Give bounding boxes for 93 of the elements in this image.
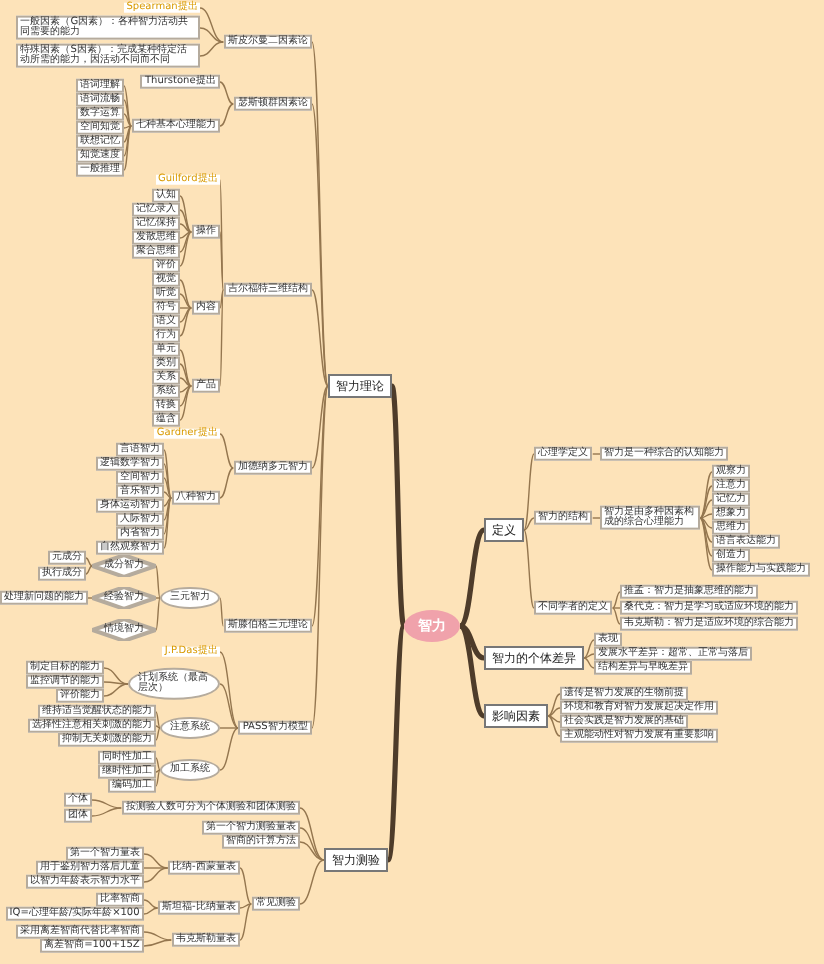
- connector-line: [583, 639, 595, 659]
- connector-line: [103, 667, 129, 685]
- connector-line: [155, 597, 161, 631]
- connector-line: [219, 231, 224, 291]
- connector-line: [389, 385, 407, 627]
- connector-line: [103, 683, 129, 697]
- connector-line: [85, 565, 93, 575]
- connector-line: [583, 657, 595, 669]
- connector-line: [219, 467, 234, 499]
- connector-line: [123, 125, 132, 143]
- connector-line: [459, 623, 485, 661]
- connector-line: [179, 231, 192, 267]
- connector-line: [612, 591, 621, 609]
- connector-line: [179, 377, 192, 387]
- connector-line: [523, 529, 535, 609]
- connector-line: [385, 625, 407, 861]
- connector-line: [592, 453, 601, 455]
- connector-line: [179, 349, 192, 387]
- connector-line: [523, 517, 535, 531]
- connector-line: [699, 471, 713, 519]
- connector-line: [85, 557, 93, 567]
- connector-line: [311, 385, 329, 729]
- connector-line: [523, 453, 535, 531]
- connector-line: [458, 527, 486, 629]
- connector-line: [91, 807, 122, 817]
- connector-line: [219, 727, 239, 771]
- connector-line: [199, 7, 224, 43]
- connector-line: [699, 485, 713, 519]
- connector-line: [699, 517, 713, 543]
- connector-line: [143, 853, 169, 869]
- connector-line: [179, 195, 192, 233]
- connector-line: [239, 903, 252, 941]
- connector-line: [219, 289, 224, 387]
- connector-line: [179, 307, 192, 309]
- connector-line: [299, 841, 325, 861]
- connector-line: [143, 867, 169, 869]
- connector-line: [219, 433, 234, 469]
- connector-line: [143, 907, 159, 915]
- connector-line: [91, 799, 122, 809]
- connector-line: [179, 279, 192, 309]
- connector-line: [699, 513, 713, 519]
- connector-line: [612, 607, 621, 609]
- connector-line: [592, 517, 601, 519]
- connector-line: [143, 867, 169, 883]
- connector-line: [311, 385, 329, 627]
- connector-line: [179, 385, 192, 407]
- connector-line: [123, 113, 132, 127]
- connector-line: [163, 449, 172, 499]
- connector-line: [219, 727, 239, 729]
- connector-line: [311, 385, 329, 469]
- connector-line: [179, 223, 192, 233]
- connector-line: [311, 103, 329, 387]
- connector-line: [311, 289, 329, 387]
- connector-line: [299, 807, 325, 861]
- connector-line: [219, 651, 239, 729]
- connector-line: [699, 517, 713, 571]
- connector-line: [143, 939, 172, 947]
- connector-line: [219, 289, 224, 309]
- connector-line: [143, 931, 172, 941]
- connector-line: [179, 209, 192, 233]
- connector-line: [123, 125, 132, 171]
- connector-line: [179, 363, 192, 387]
- connector-line: [219, 81, 234, 105]
- connector-line: [547, 693, 561, 717]
- connector-line: [219, 683, 239, 729]
- connector-line: [612, 607, 621, 625]
- connector-line: [143, 899, 159, 909]
- connector-line: [155, 769, 161, 773]
- connector-line: [179, 293, 192, 309]
- connector-line: [699, 499, 713, 519]
- connector-line: [179, 307, 192, 323]
- connector-line: [699, 517, 713, 557]
- connector-line: [163, 497, 172, 549]
- connector-line: [155, 565, 161, 599]
- connector-line: [458, 623, 486, 719]
- connector-line: [123, 125, 132, 157]
- connector-line: [199, 27, 224, 43]
- connector-line: [299, 827, 325, 861]
- connector-line: [123, 99, 132, 127]
- connector-line: [179, 231, 192, 253]
- connector-line: [299, 859, 325, 905]
- connector-line: [547, 715, 561, 737]
- connector-line: [179, 307, 192, 337]
- connector-line: [219, 597, 224, 627]
- connector-line: [219, 103, 234, 127]
- connector-line: [163, 477, 172, 499]
- connector-line: [179, 385, 192, 421]
- connector-line: [103, 681, 129, 685]
- connector-line: [199, 41, 224, 57]
- connector-line: [163, 497, 172, 521]
- connector-line: [163, 463, 172, 499]
- connector-line: [239, 867, 252, 905]
- connector-line: [155, 725, 161, 729]
